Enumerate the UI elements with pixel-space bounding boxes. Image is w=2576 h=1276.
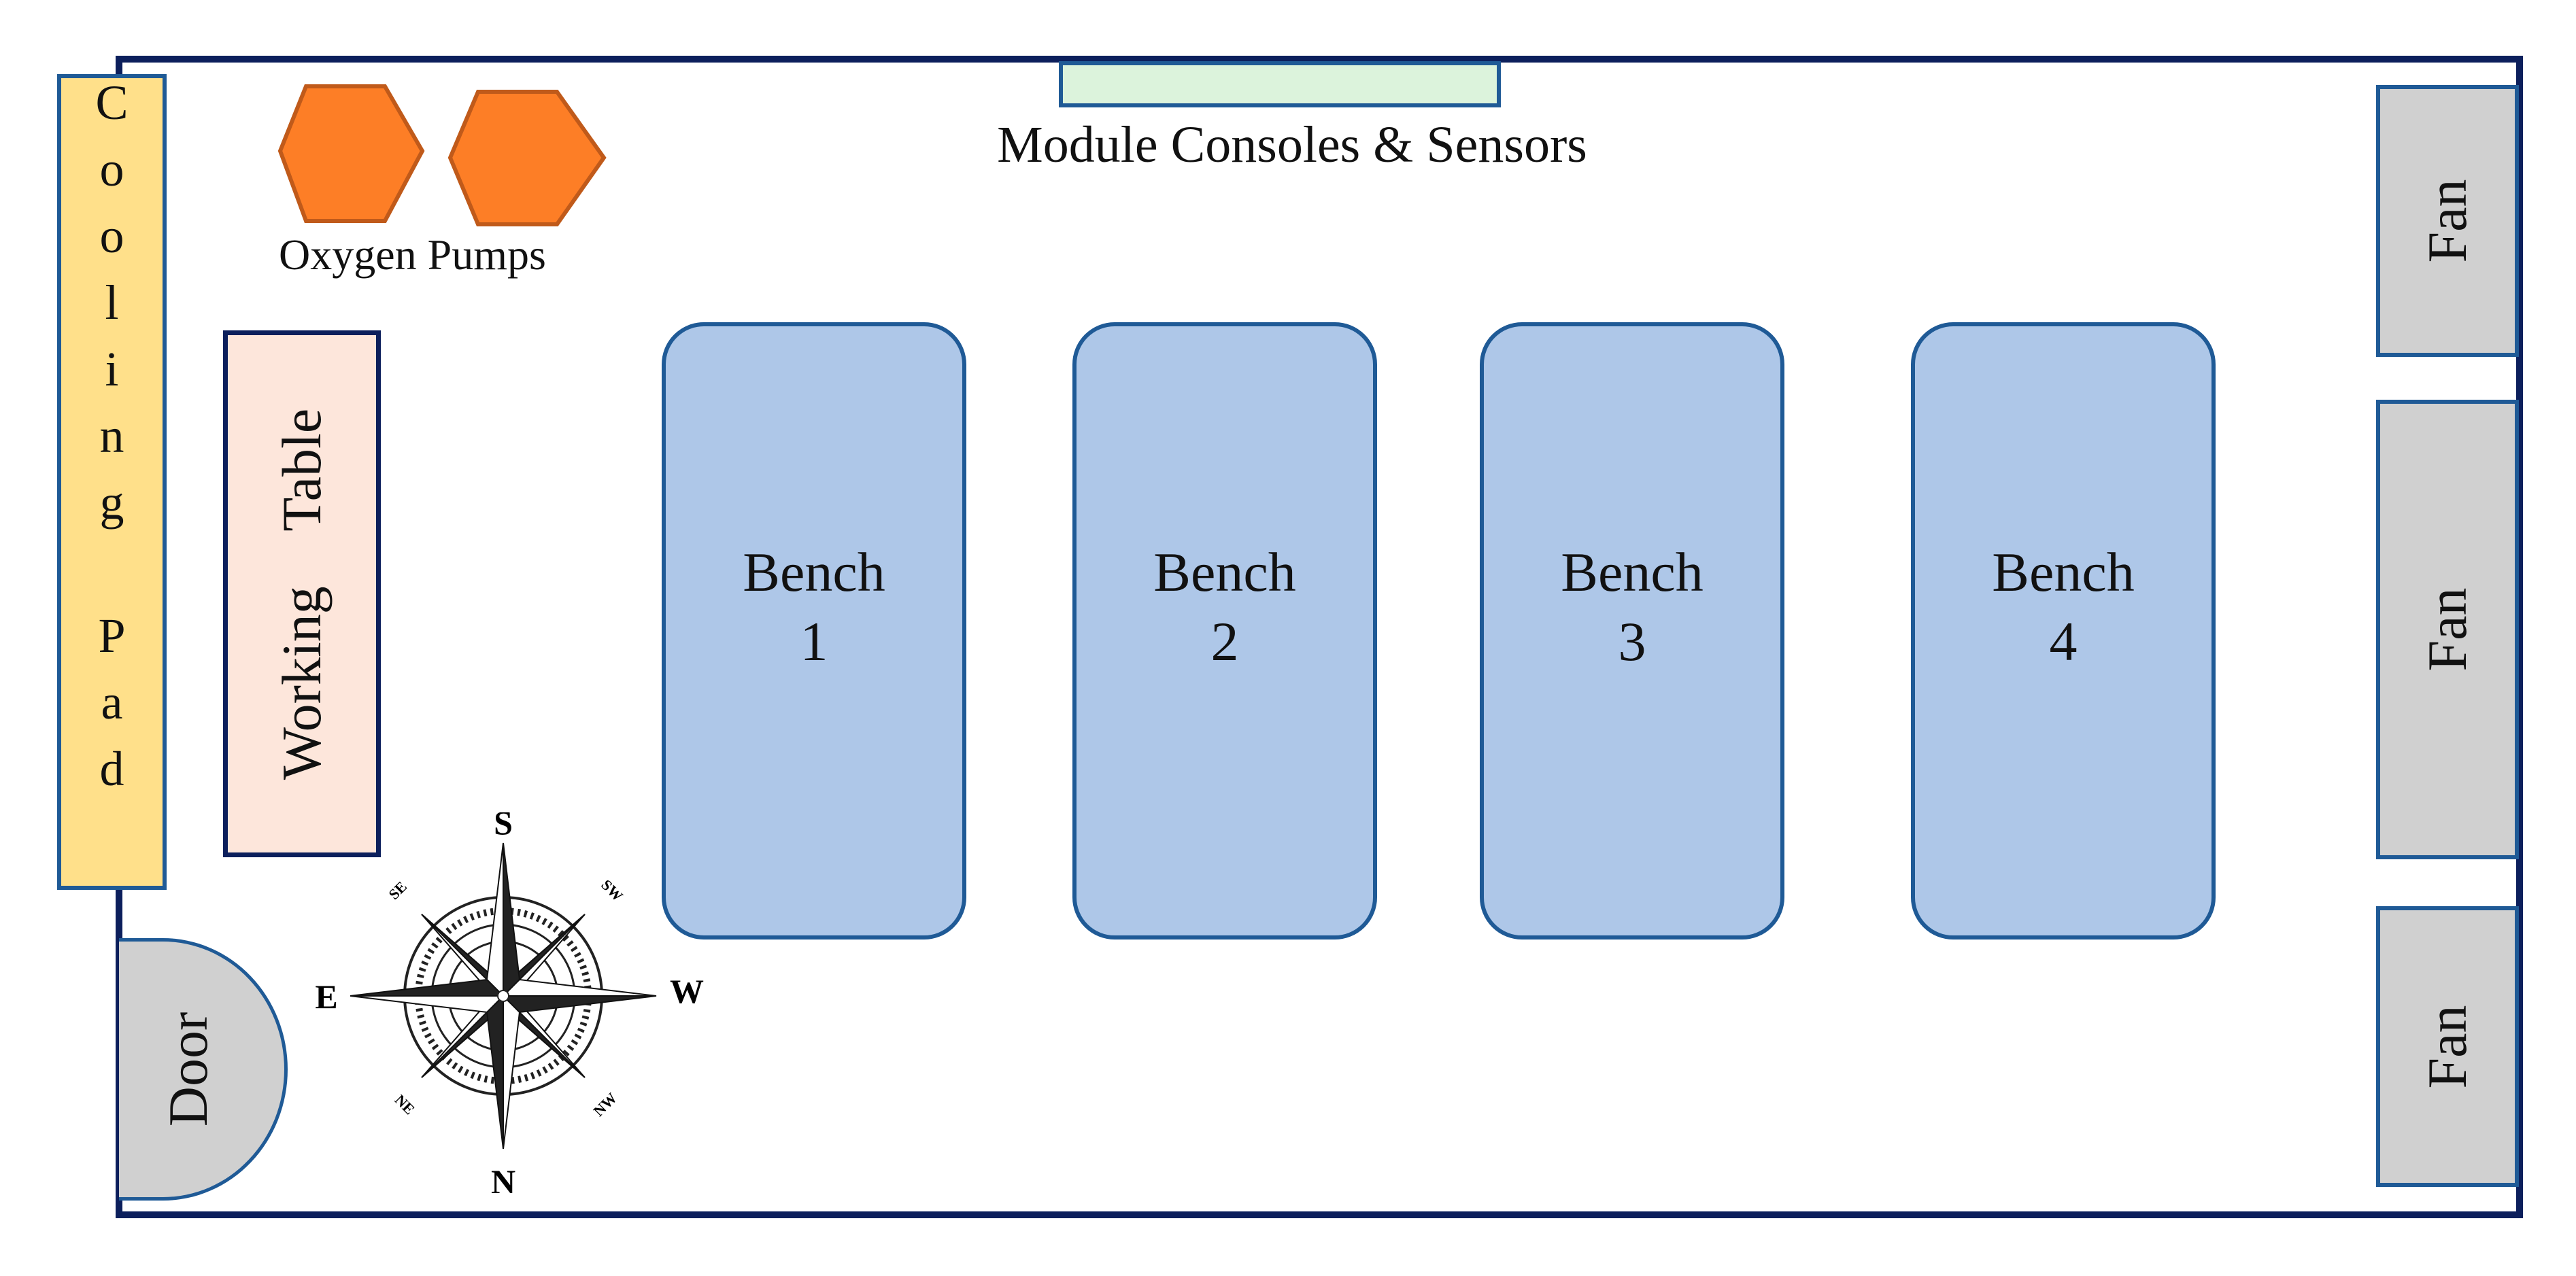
door-label: Door: [157, 1012, 220, 1127]
bench-label: Bench: [1561, 540, 1704, 603]
bench-1[interactable]: Bench 1: [662, 322, 966, 939]
compass-label-se: SE: [385, 878, 410, 903]
working-table[interactable]: Working Table: [223, 330, 381, 857]
compass-label-nw: NW: [590, 1089, 620, 1119]
cooling-pad-letter: a: [101, 675, 123, 729]
bench-label: Bench: [1992, 540, 2135, 603]
cooling-pad-letter: i: [105, 342, 119, 396]
oxygen-pump-hexagon: [277, 84, 425, 223]
cooling-pad-letter: d: [99, 742, 124, 796]
oxygen-pumps-label: Oxygen Pumps: [279, 230, 546, 279]
compass-label-e: E: [315, 978, 337, 1016]
working-table-label: Working Table: [271, 408, 333, 780]
bench-number: 4: [2049, 610, 2078, 672]
fan-3[interactable]: Fan: [2376, 906, 2519, 1187]
cooling-pad-letter: n: [99, 409, 124, 463]
fan-label: Fan: [2416, 179, 2478, 263]
bench-3[interactable]: Bench 3: [1480, 322, 1784, 939]
cooling-pad-letter: o: [99, 142, 124, 196]
bench-4[interactable]: Bench 4: [1911, 322, 2216, 939]
fan-2[interactable]: Fan: [2376, 400, 2519, 859]
compass-label-sw: SW: [598, 876, 626, 905]
fan-label: Fan: [2416, 1005, 2478, 1088]
bench-number: 1: [800, 610, 828, 672]
oxygen-pumps[interactable]: [272, 82, 626, 231]
cooling-pad-letter: C: [95, 75, 129, 130]
bench-label: Bench: [743, 540, 885, 603]
fan-1[interactable]: Fan: [2376, 85, 2519, 357]
cooling-pad-letter: o: [99, 209, 124, 263]
compass-label-w: W: [670, 972, 704, 1010]
compass-cardinal-points: [350, 842, 657, 1150]
bench-number: 3: [1618, 610, 1646, 672]
cooling-pad-letter: g: [99, 475, 124, 530]
cooling-pad[interactable]: C o o l i n g P a d: [57, 74, 167, 890]
module-consoles-label: Module Consoles & Sensors: [997, 116, 1587, 173]
compass-rose-icon: S N E W SE SW NE NW: [315, 812, 704, 1193]
oxygen-pump-hexagon: [447, 90, 607, 226]
fan-label: Fan: [2416, 587, 2478, 672]
bench-2[interactable]: Bench 2: [1072, 322, 1377, 939]
compass-label-ne: NE: [392, 1091, 418, 1118]
bench-number: 2: [1210, 610, 1239, 672]
cooling-pad-letter: l: [105, 275, 119, 330]
cooling-pad-letter: P: [98, 608, 126, 663]
bench-label: Bench: [1153, 540, 1296, 603]
compass-label-s: S: [494, 812, 513, 842]
compass-label-n: N: [491, 1162, 515, 1193]
module-console-panel[interactable]: [1059, 61, 1501, 107]
